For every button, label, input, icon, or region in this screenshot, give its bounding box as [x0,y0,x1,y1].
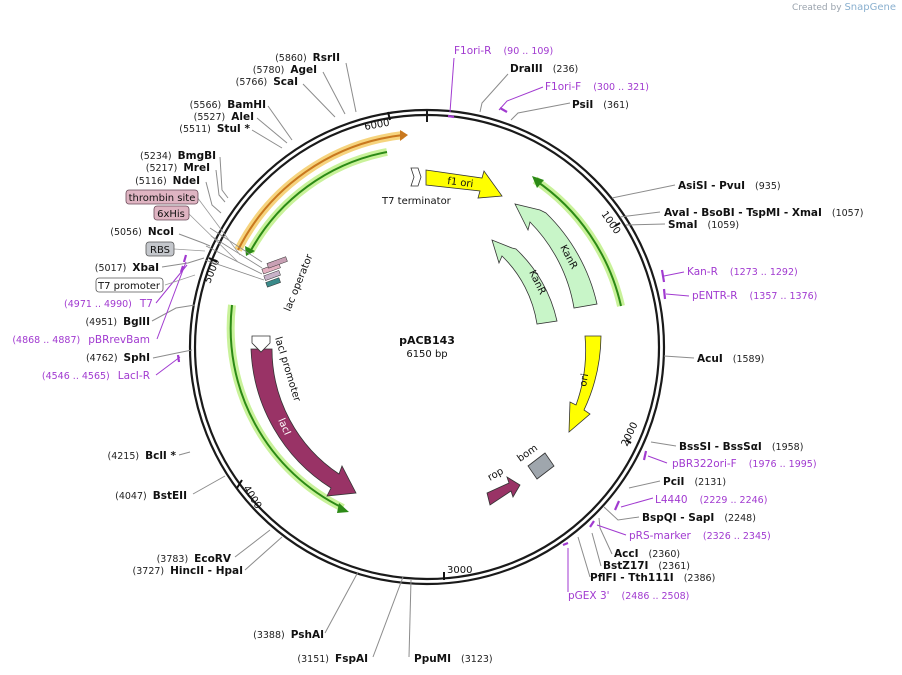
svg-text:(5766)ScaI: (5766)ScaI [236,76,298,88]
svg-text:L4440(2229 .. 2246): L4440(2229 .. 2246) [655,494,767,506]
svg-text:(4971 .. 4990)T7: (4971 .. 4990)T7 [64,298,153,310]
svg-text:(4546 .. 4565)LacI-R: (4546 .. 4565)LacI-R [42,370,150,382]
svg-text:BspQI - SapI(2248): BspQI - SapI(2248) [642,512,756,524]
kanr-orf-line [534,179,622,307]
boxed-feature-labels: thrombin site 6xHis RBS T7 promoter [95,189,241,293]
svg-text:(4951)BglII: (4951)BglII [85,316,150,328]
orange-orf-arrow [400,130,408,141]
backbone [188,108,666,586]
svg-text:(5217)MreI: (5217)MreI [146,162,210,174]
svg-text:pENTR-R(1357 .. 1376): pENTR-R(1357 .. 1376) [692,290,817,302]
laci-orf-line [229,304,344,509]
his-tag-label: 6xHis [157,209,185,220]
svg-text:BstZ17I(2361): BstZ17I(2361) [603,560,690,572]
svg-text:pRS-marker(2326 .. 2345): pRS-marker(2326 .. 2345) [629,530,771,542]
svg-text:pGEX 3'(2486 .. 2508): pGEX 3'(2486 .. 2508) [568,590,689,602]
credit-app: SnapGene [844,2,896,13]
svg-text:PsiI(361): PsiI(361) [572,99,629,111]
restriction-site-labels: (5860)RsrII (5780)AgeI (5766)ScaI DraIII… [85,52,863,665]
tick-6000: 6000 [364,118,391,133]
credit-prefix: Created by [792,3,842,13]
svg-text:(5056)NcoI: (5056)NcoI [110,226,174,238]
ori-label: ori [578,373,591,388]
primer-labels: F1ori-R(90 .. 109) F1ori-F(300 .. 321) K… [12,45,817,602]
rbs-label: RBS [150,245,170,256]
svg-text:(5860)RsrII: (5860)RsrII [275,52,340,64]
f1-ori-feature: f1 ori [425,169,503,199]
snapgene-credit: Created by SnapGene [792,2,896,13]
laci-orf-arrow [337,503,349,513]
kanr-feature-outer: KanR [514,203,598,309]
svg-text:BssSI - BssSαI(1958): BssSI - BssSαI(1958) [679,441,803,453]
bom-feature: bom [515,443,555,480]
svg-text:(4762)SphI: (4762)SphI [86,352,150,364]
primer-marks [176,107,667,547]
svg-text:SmaI(1059): SmaI(1059) [668,219,739,231]
svg-text:F1ori-R(90 .. 109): F1ori-R(90 .. 109) [454,45,553,57]
rop-feature: rop [486,466,521,506]
laci-feature: lacI [250,348,357,497]
svg-text:AvaI - BsoBI - TspMI - X: AvaI - BsoBI - TspMI - XmaI(1057) [664,207,863,219]
svg-text:AccI(2360): AccI(2360) [614,548,680,560]
svg-text:DraIII(236): DraIII(236) [510,63,578,75]
svg-text:pBR322ori-F(1976 .. 1995): pBR322ori-F(1976 .. 1995) [672,458,817,470]
svg-text:AcuI(1589): AcuI(1589) [697,353,764,365]
svg-text:(4047)BstEII: (4047)BstEII [115,490,187,502]
svg-text:(5527)AleI: (5527)AleI [194,111,254,123]
svg-text:F1ori-F(300 .. 321): F1ori-F(300 .. 321) [545,81,649,93]
kanr-orf-arrow [532,176,544,188]
svg-text:(5566)BamHI: (5566)BamHI [190,99,266,111]
svg-text:Kan-R(1273 .. 1292): Kan-R(1273 .. 1292) [687,266,798,278]
svg-text:(5017)XbaI: (5017)XbaI [95,262,159,274]
f1-ori-label: f1 ori [447,176,474,190]
svg-text:PflFI - Tth111I(2386): PflFI - Tth111I(2386) [590,572,715,584]
svg-text:PciI(2131): PciI(2131) [663,476,726,488]
plasmid-name: pACB143 [399,334,455,347]
t7-terminator-label: T7 terminator [381,196,452,207]
svg-text:(3783)EcoRV: (3783)EcoRV [157,553,232,565]
his-orf-arrow [245,246,255,256]
svg-text:(5511)StuI *: (5511)StuI * [179,123,250,135]
plasmid-length: 6150 bp [406,349,447,360]
orf-arcs [226,130,625,513]
svg-text:(5780)AgeI: (5780)AgeI [253,64,317,76]
svg-text:(5116)NdeI: (5116)NdeI [135,175,200,187]
kanr-feature-inner: KanR [491,239,558,325]
tick-3000: 3000 [447,565,472,576]
svg-text:PpuMI(3123): PpuMI(3123) [414,653,493,665]
orange-orf-line [237,134,404,251]
svg-text:(5234)BmgBI: (5234)BmgBI [140,150,216,162]
ori-feature: ori [568,335,602,433]
svg-text:(3727)HincII - HpaI: (3727)HincII - HpaI [133,565,243,577]
thrombin-site-label: thrombin site [129,193,196,204]
svg-text:(4868 .. 4887)pBRrevBam: (4868 .. 4887)pBRrevBam [12,334,150,346]
svg-text:AsiSI - PvuI(935): AsiSI - PvuI(935) [678,180,781,192]
svg-text:(3151)FspAI: (3151)FspAI [297,653,368,665]
svg-text:(3388)PshAI: (3388)PshAI [253,629,324,641]
t7-terminator-feature: T7 terminator [381,167,452,207]
svg-text:(4215)BclI *: (4215)BclI * [108,450,177,462]
rop-label: rop [486,466,506,484]
t7-promoter-label: T7 promoter [97,281,161,292]
his-orf-line [249,151,388,253]
enzyme-leader-lines [151,62,695,658]
